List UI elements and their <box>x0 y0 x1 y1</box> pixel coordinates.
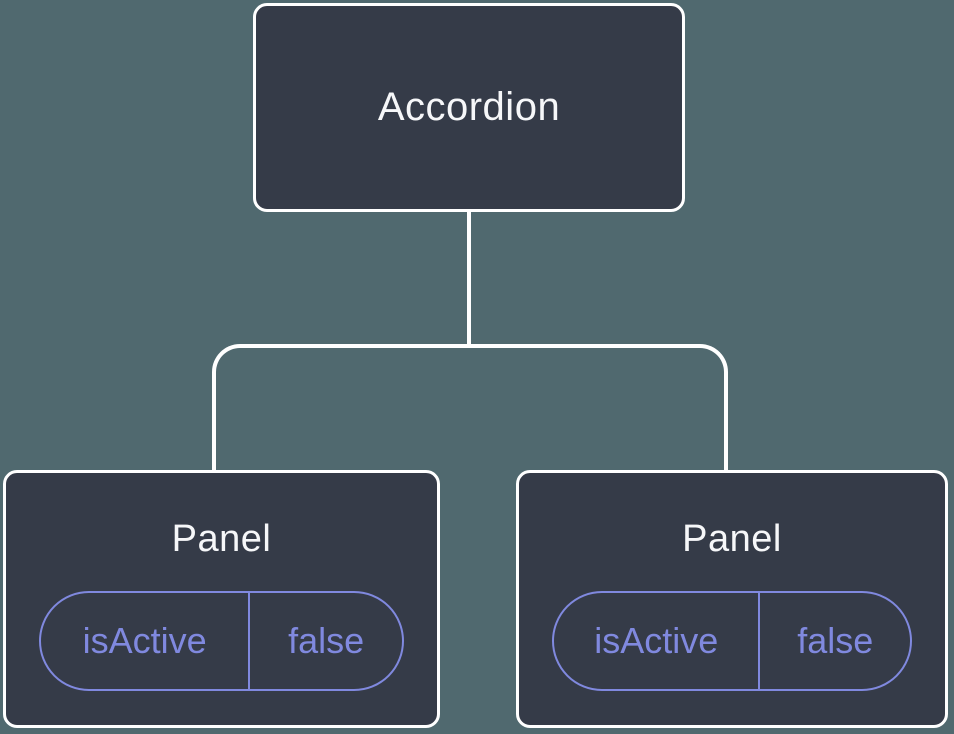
state-pill-right: isActive false <box>552 591 912 691</box>
panel-node-right-label: Panel <box>682 518 782 560</box>
state-name: isActive <box>554 593 761 689</box>
state-pill-left: isActive false <box>39 591 404 691</box>
tree-connector-bracket <box>212 344 728 470</box>
accordion-node: Accordion <box>253 3 685 212</box>
state-name: isActive <box>41 593 251 689</box>
tree-connector-stem <box>467 212 471 348</box>
panel-node-left-label: Panel <box>171 518 272 560</box>
accordion-node-label: Accordion <box>377 85 561 129</box>
state-value: false <box>288 620 365 661</box>
panel-node-left: Panel isActive false <box>3 470 440 728</box>
state-value: false <box>797 620 874 661</box>
panel-node-right: Panel isActive false <box>516 470 948 728</box>
